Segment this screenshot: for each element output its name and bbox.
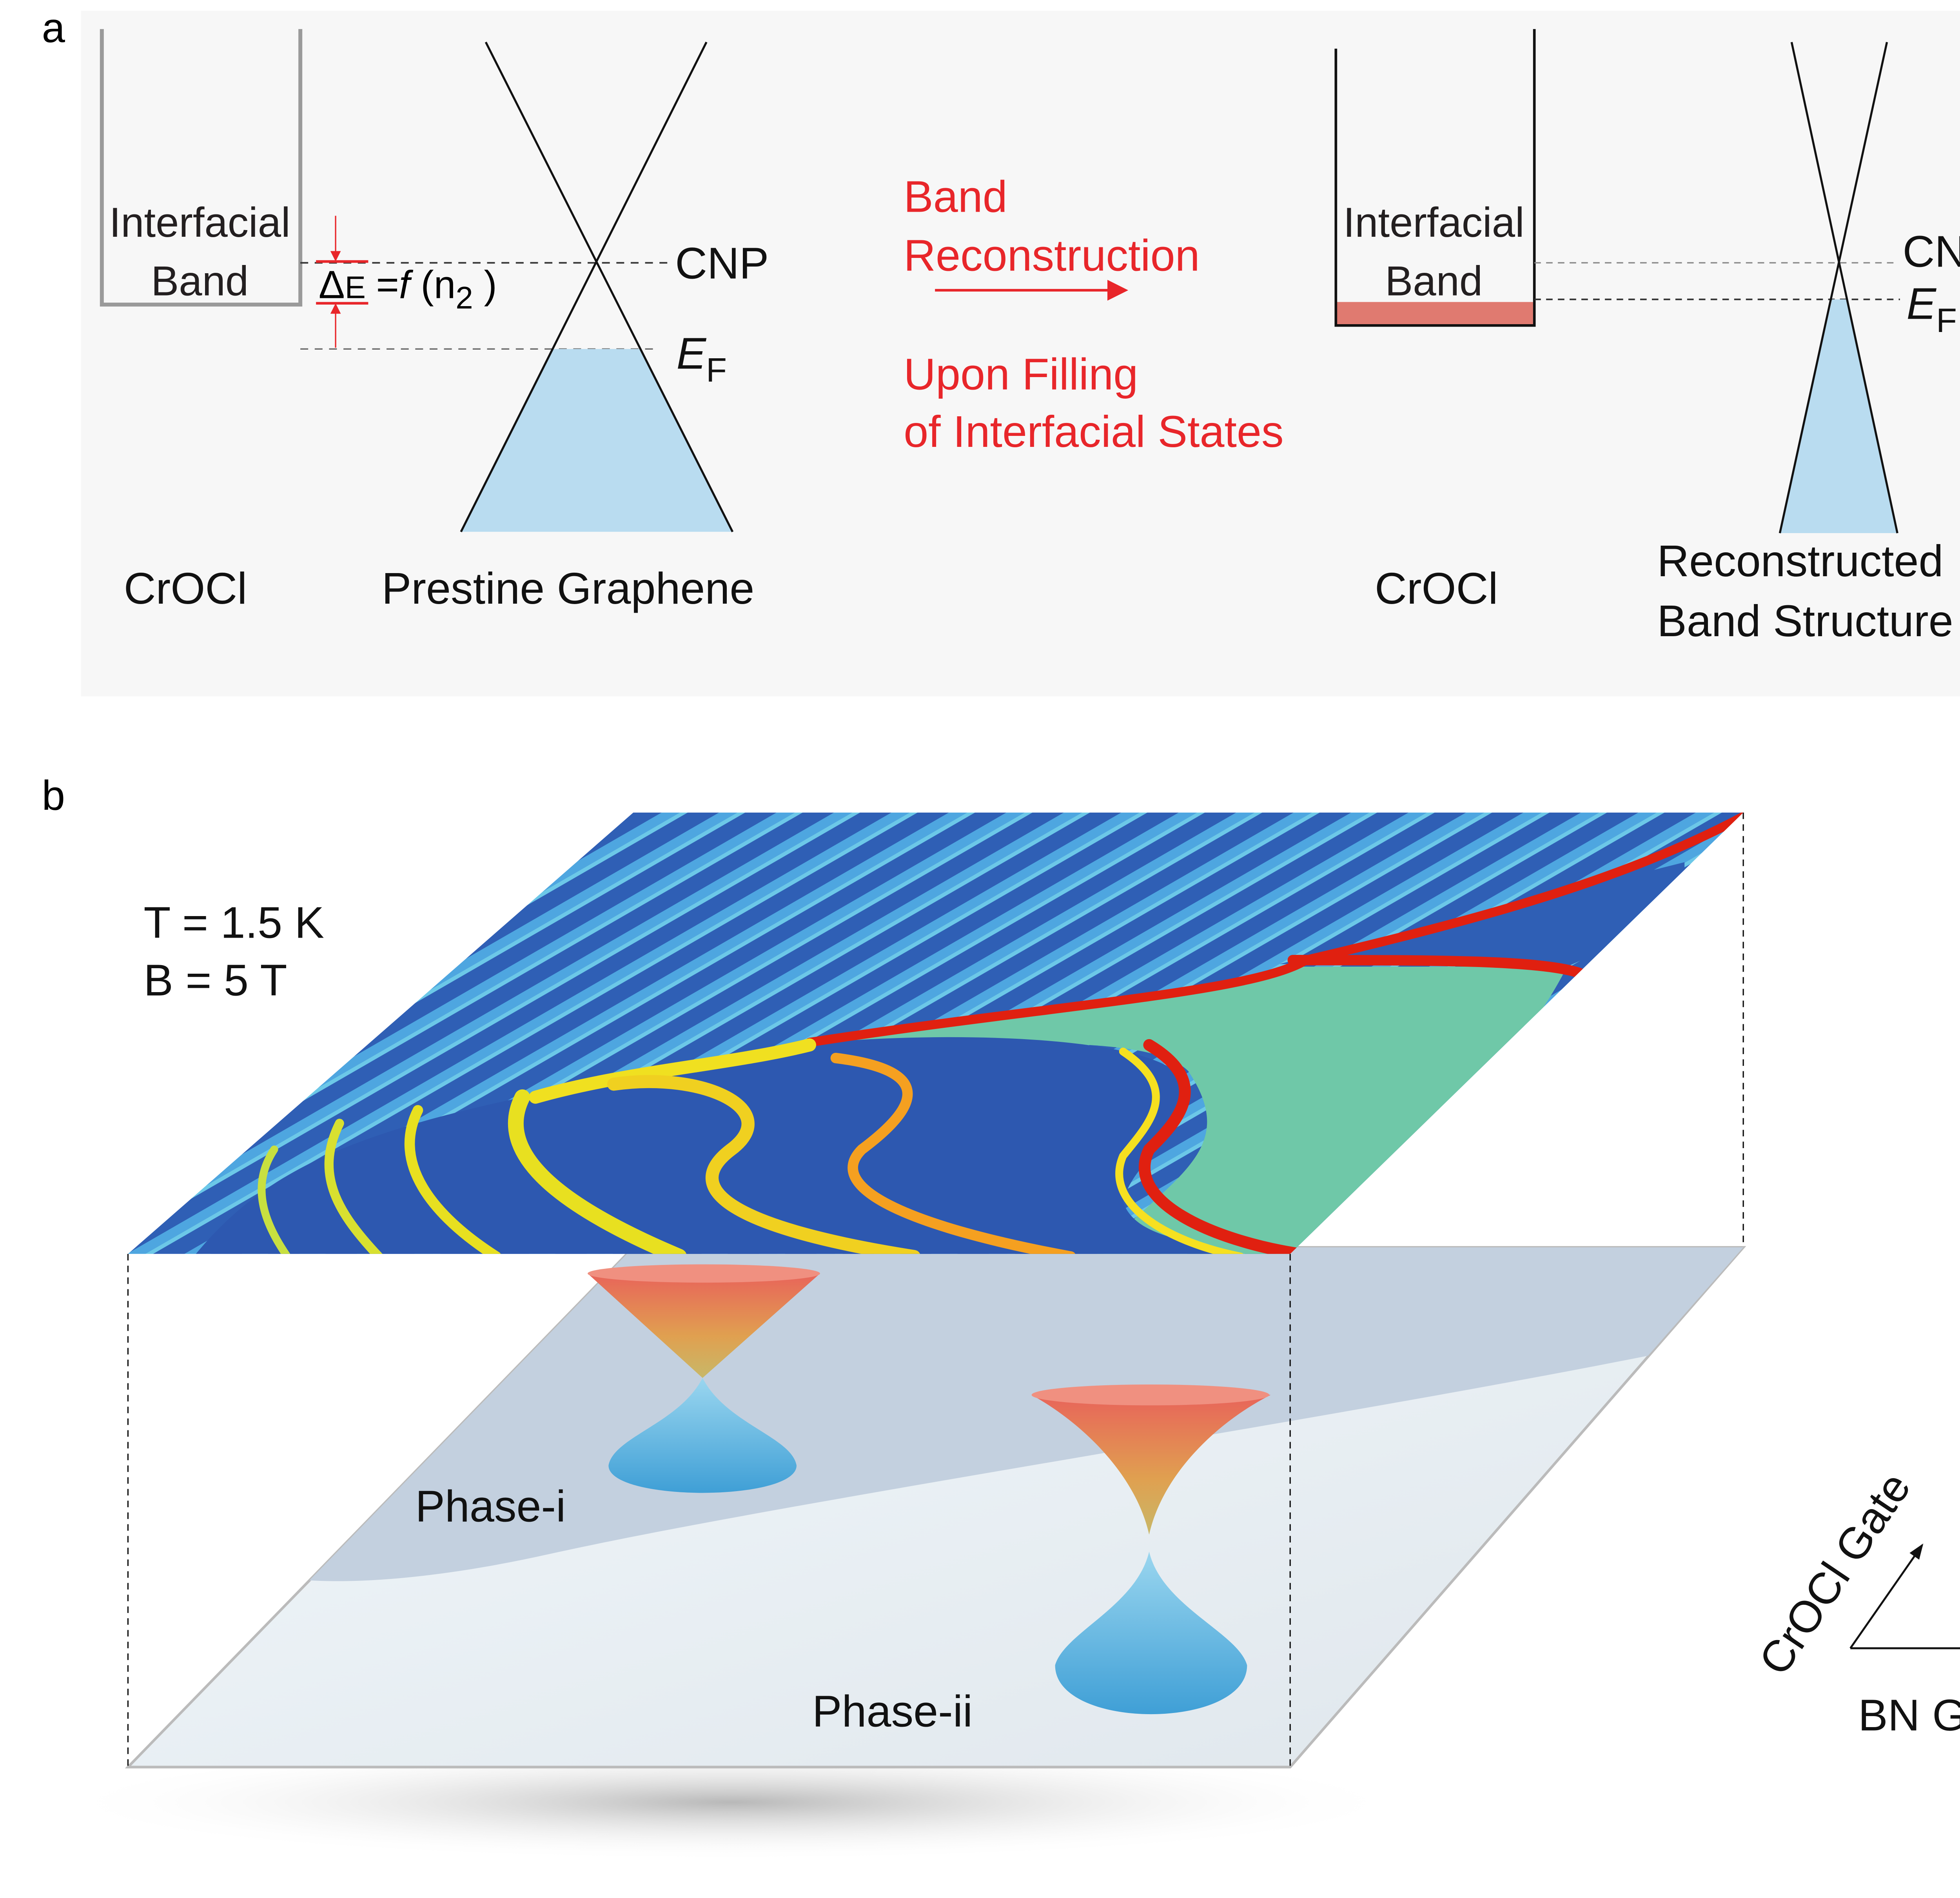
delta-symbol: Δ: [319, 263, 345, 307]
field-label: B = 5 T: [143, 955, 287, 1005]
paren-n: (n: [410, 263, 456, 307]
pristine-graphene-label: Prestine Graphene: [382, 564, 755, 613]
delta-subscript: E: [345, 270, 366, 305]
crocl-gate-arrow-icon: [1849, 1543, 1924, 1649]
reconstructed-dirac-cone: [1779, 42, 1898, 533]
right-cnp-label: CNP: [1903, 227, 1960, 276]
filled-valence-band: [461, 349, 733, 532]
filled-interfacial-states: [1336, 302, 1533, 326]
equals-sign: =: [376, 263, 399, 307]
phase-ii-dirac-cone-icon: [1031, 1384, 1271, 1715]
right-crocl-label: CrOCl: [1375, 564, 1498, 613]
panel-a-label: a: [42, 4, 65, 51]
middle-line1: Band: [904, 172, 1007, 222]
panel-b-label: b: [42, 772, 65, 819]
right-interfacial-band-box: Interfacial Band: [1334, 29, 1536, 327]
left-interfacial-band-box: Interfacial Band: [100, 29, 303, 307]
gate-axes: CrOCl Gate BN Gate: [1749, 1464, 1960, 1740]
right-band-label-line1: Interfacial: [1343, 199, 1524, 246]
left-cnp-label: CNP: [675, 238, 769, 288]
panel-a-background: [81, 11, 1960, 697]
reconstructed-label-line1: Reconstructed: [1657, 536, 1943, 586]
middle-line3: Upon Filling: [904, 350, 1138, 399]
reconstructed-label-line2: Band Structure: [1657, 596, 1953, 646]
phase-ii-label: Phase-ii: [812, 1687, 973, 1737]
left-crocl-label: CrOCl: [124, 564, 247, 613]
paren-close: ): [473, 263, 497, 307]
phase-i-dirac-cone-icon: [588, 1264, 820, 1493]
phase-i-label: Phase-i: [415, 1482, 566, 1531]
floor-shadow: [52, 1744, 1410, 1861]
middle-line2: Reconstruction: [904, 230, 1200, 280]
conductance-heatmap: [128, 812, 1744, 1254]
middle-line4: of Interfacial States: [904, 407, 1283, 457]
n-subscript: 2: [456, 280, 473, 315]
svg-text:ΔE=f (n2 ): ΔE=f (n2 ): [319, 263, 497, 315]
band-reconstruction-text: Band Reconstruction Upon Filling of Inte…: [904, 172, 1283, 457]
left-band-label-line1: Interfacial: [109, 199, 290, 246]
left-band-label-line2: Band: [151, 258, 249, 305]
right-band-label-line2: Band: [1385, 258, 1483, 305]
pristine-dirac-cone: [460, 42, 734, 532]
temperature-label: T = 1.5 K: [143, 898, 324, 948]
right-ef-label: EF: [1907, 279, 1957, 339]
crocl-gate-label: CrOCl Gate: [1749, 1464, 1920, 1684]
delta-e-annotation: ΔE=f (n2 ): [316, 216, 497, 348]
bn-gate-label: BN Gate: [1858, 1691, 1960, 1740]
left-ef-label: EF: [677, 328, 727, 389]
dashed-projection-lines: [127, 812, 1744, 1767]
